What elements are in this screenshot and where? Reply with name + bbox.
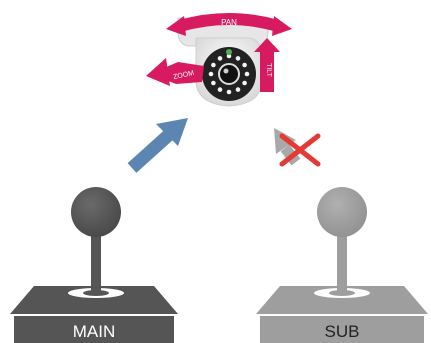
main-label-bar bbox=[14, 316, 174, 343]
main-controller-base bbox=[10, 286, 178, 314]
pan-arrow: PAN bbox=[166, 13, 292, 36]
camera-lens bbox=[218, 63, 240, 85]
tilt-arrow: TILT bbox=[254, 38, 280, 92]
ir-led-ring bbox=[208, 53, 250, 95]
sub-joystick-stick bbox=[337, 226, 347, 294]
ptz-camera bbox=[177, 17, 269, 107]
sub-controller[interactable]: SUB bbox=[256, 187, 428, 343]
sub-joystick-knob[interactable] bbox=[317, 187, 367, 237]
sub-label: SUB bbox=[325, 322, 360, 341]
main-controller[interactable]: MAIN bbox=[10, 187, 178, 343]
zoom-label: ZOOM bbox=[173, 70, 195, 81]
main-joystick-stick bbox=[91, 226, 101, 294]
main-joystick-knob[interactable] bbox=[71, 187, 121, 237]
zoom-arrow: ZOOM bbox=[146, 58, 204, 86]
lens-glint bbox=[223, 68, 229, 74]
pan-label: PAN bbox=[221, 18, 237, 27]
sub-controller-base bbox=[256, 286, 428, 314]
sub-label-bar bbox=[260, 316, 424, 343]
main-link-arrow bbox=[127, 118, 188, 173]
main-label: MAIN bbox=[73, 322, 116, 341]
blocked-cross-icon bbox=[279, 133, 321, 167]
status-led bbox=[226, 49, 232, 55]
tilt-label: TILT bbox=[265, 63, 272, 78]
